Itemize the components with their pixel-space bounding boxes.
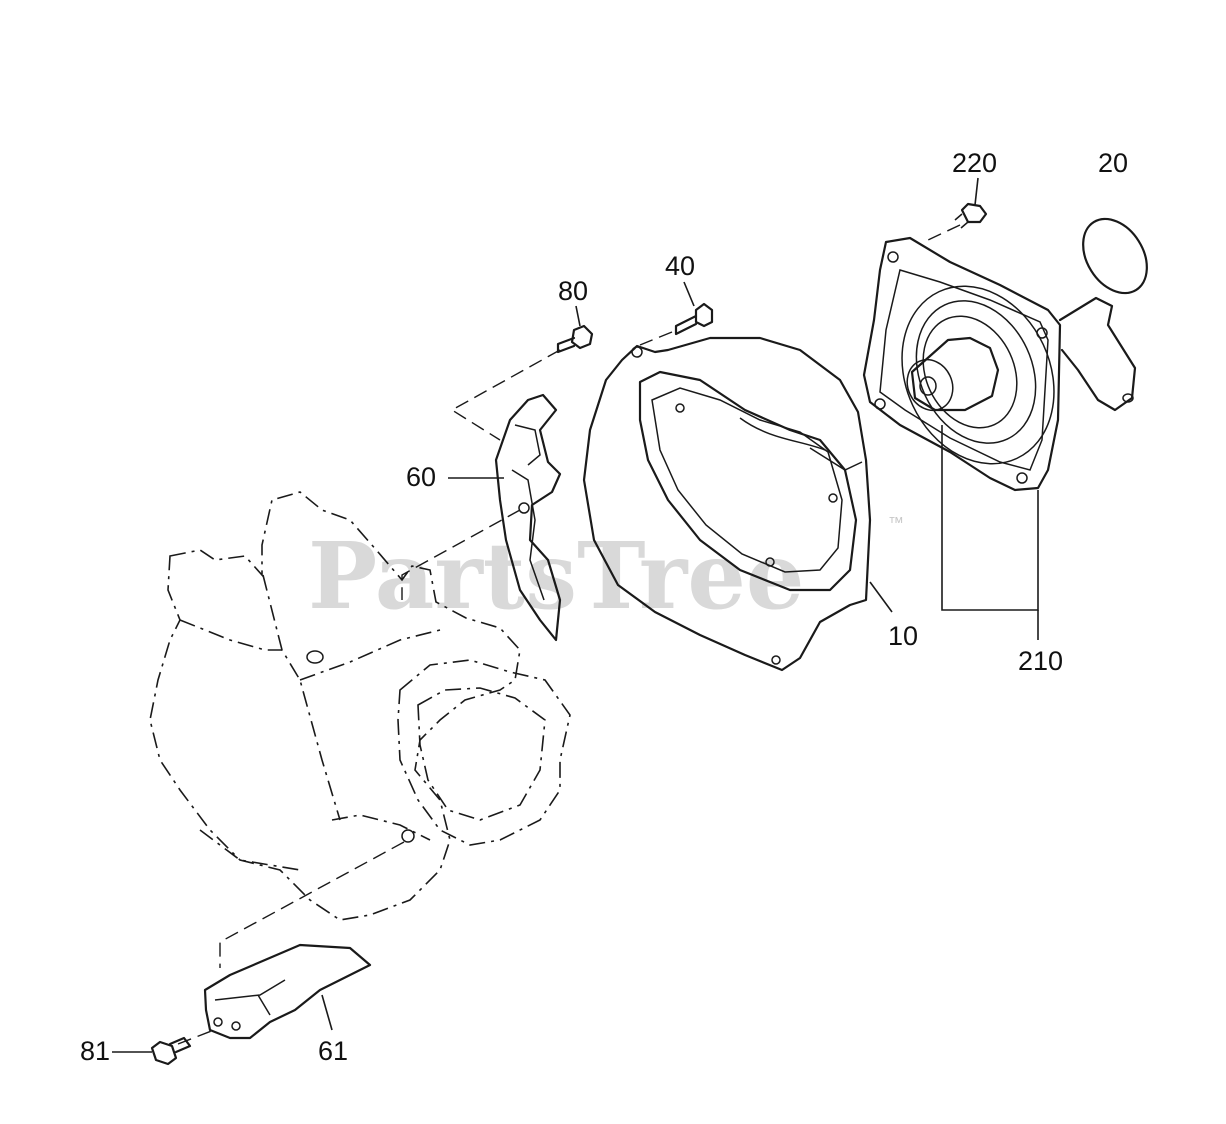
callout-81[interactable]: 81 xyxy=(80,1036,110,1066)
callout-40[interactable]: 40 xyxy=(665,251,695,281)
lower-air-baffle xyxy=(203,943,372,1040)
callout-60[interactable]: 60 xyxy=(406,462,436,492)
shroud-bolt xyxy=(674,302,714,336)
callout-61[interactable]: 61 xyxy=(318,1036,348,1066)
watermark-text: PartsTree xyxy=(308,522,804,630)
callout-220[interactable]: 220 xyxy=(952,148,997,178)
fan-shroud xyxy=(582,336,872,672)
watermark-trademark: ™ xyxy=(888,515,904,532)
starter-mounting-bolt xyxy=(954,202,988,229)
callout-20[interactable]: 20 xyxy=(1098,148,1128,178)
leader-lines xyxy=(112,177,1039,1053)
callout-10[interactable]: 10 xyxy=(888,621,918,651)
baffle-bolt xyxy=(556,324,594,354)
alignment-lines xyxy=(177,224,961,1045)
recoil-starter-housing xyxy=(862,236,1137,492)
lower-baffle-bolt xyxy=(150,1036,192,1066)
starter-cover-disc xyxy=(1082,217,1148,295)
engine-outline xyxy=(149,491,571,921)
callout-210[interactable]: 210 xyxy=(1018,646,1063,676)
callout-80[interactable]: 80 xyxy=(558,276,588,306)
upper-air-baffle xyxy=(494,393,562,642)
